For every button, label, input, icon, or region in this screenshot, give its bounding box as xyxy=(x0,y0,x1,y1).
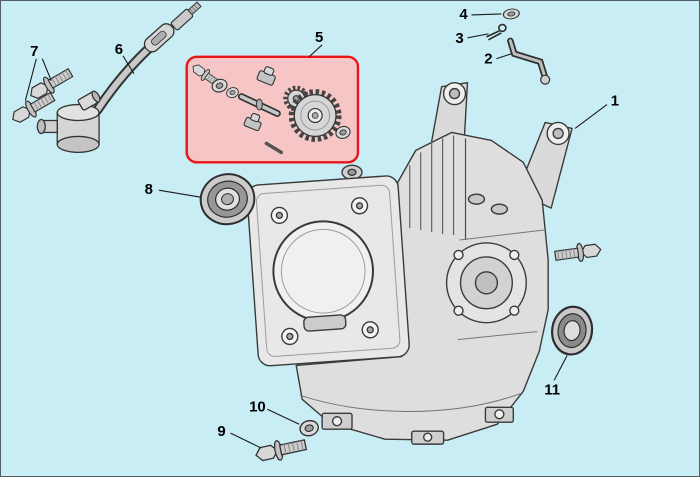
crankcase-body xyxy=(295,131,549,441)
boss-bolt-hole2 xyxy=(509,249,520,261)
leader-line-4 xyxy=(471,13,502,16)
part-11-oil-seal[interactable] xyxy=(549,304,595,357)
part-9-bolt[interactable] xyxy=(253,434,309,466)
leader-line-6 xyxy=(122,55,135,74)
boss-bolt-hole3 xyxy=(509,305,520,316)
callout-1[interactable]: 1 xyxy=(611,93,619,110)
callouts: 1 2 3 4 5 6 7 8 9 10 11 xyxy=(30,6,619,440)
drain-bolt xyxy=(553,239,603,266)
clip-eye xyxy=(498,23,507,33)
dipstick-handle xyxy=(143,23,175,53)
cylinder-face xyxy=(246,175,410,367)
callout-6[interactable]: 6 xyxy=(115,41,123,58)
block-rib-line2 xyxy=(457,331,538,341)
leader-line-7 xyxy=(24,58,52,101)
leader-line-5 xyxy=(308,44,323,58)
part-5-governor-gear-assembly[interactable] xyxy=(185,55,360,164)
seal-bore xyxy=(221,193,234,206)
foot-hole2 xyxy=(422,432,433,442)
callout-10[interactable]: 10 xyxy=(249,398,266,415)
crankshaft-bore xyxy=(474,271,499,295)
base-edge xyxy=(300,392,522,413)
part-6-oil-switch-assembly[interactable] xyxy=(36,1,202,154)
block-rib-line xyxy=(459,229,545,241)
callout-4[interactable]: 4 xyxy=(459,6,468,23)
foot-hole3 xyxy=(494,409,505,420)
callout-11[interactable]: 11 xyxy=(544,381,560,398)
callout-9[interactable]: 9 xyxy=(217,423,225,440)
callout-3[interactable]: 3 xyxy=(455,30,463,47)
gov-flyweight-b xyxy=(243,112,262,132)
leader-line-8 xyxy=(158,189,201,198)
callout-5[interactable]: 5 xyxy=(315,29,323,46)
gov-shaft xyxy=(237,93,281,118)
gov-pin xyxy=(264,141,284,155)
seal11-bore xyxy=(563,320,581,342)
part-3-clip[interactable] xyxy=(486,23,507,41)
leader-line-2 xyxy=(496,53,512,60)
leader-line-3 xyxy=(467,33,489,39)
ear-hole-left-inner xyxy=(448,87,461,100)
sensor-plug xyxy=(170,1,202,31)
part-2-governor-rod[interactable] xyxy=(507,37,551,85)
part-10-washer[interactable] xyxy=(297,418,321,439)
rod-ball-end xyxy=(540,74,551,85)
callout-8[interactable]: 8 xyxy=(145,181,153,198)
foot-hole xyxy=(331,416,343,427)
tappet-boss xyxy=(467,193,486,205)
filler-hole xyxy=(347,168,357,176)
gov-flyweight-a xyxy=(256,66,276,86)
harness-tube xyxy=(94,41,156,114)
switch-body xyxy=(36,90,101,154)
leader-line-11 xyxy=(553,355,568,381)
part-1-crankcase[interactable] xyxy=(246,81,603,445)
callout-2[interactable]: 2 xyxy=(484,51,492,68)
leader-line-9 xyxy=(230,432,262,449)
leader-line-1 xyxy=(574,104,608,129)
boss-bolt-hole4 xyxy=(453,305,464,316)
boss-bolt-hole xyxy=(453,249,464,261)
cooling-fins xyxy=(409,135,467,240)
rod-body xyxy=(508,39,547,80)
part-4-washer[interactable] xyxy=(502,7,521,21)
clip-legs xyxy=(486,30,502,41)
ear-hole-right-inner xyxy=(552,127,564,140)
tappet-boss2 xyxy=(490,203,509,215)
callout-7[interactable]: 7 xyxy=(30,43,38,60)
part-8-oil-seal[interactable] xyxy=(196,169,259,229)
gov-gear xyxy=(288,89,342,142)
leader-line-10 xyxy=(267,408,300,425)
leader-lines xyxy=(24,13,608,449)
